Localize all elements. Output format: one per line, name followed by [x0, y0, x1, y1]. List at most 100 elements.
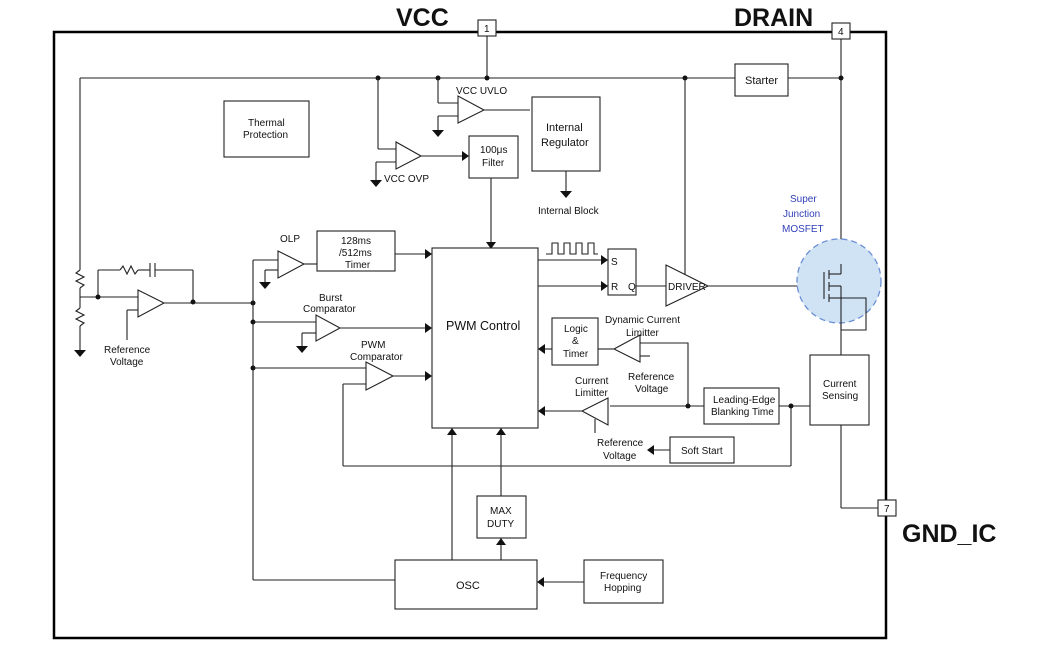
mosfet-label-line3: MOSFET [782, 224, 824, 235]
filter-block [468, 135, 519, 179]
mosfet-label-line2: Junction [783, 209, 820, 220]
timer-block [316, 230, 396, 272]
starter-block [734, 63, 789, 97]
burst-comparator [253, 314, 432, 353]
current-limitter-out-arrow [538, 406, 545, 416]
driver-buffer [665, 264, 710, 307]
timer-line1: 128ms [341, 236, 371, 247]
reference-voltage2-line1: Reference [628, 372, 675, 383]
ic-frame [52, 30, 888, 640]
burst-label-line1: Burst [319, 293, 343, 304]
current-limitter-line2: Limitter [575, 388, 608, 399]
soft-start-block [669, 436, 735, 464]
thermal-label-line1: Thermal [248, 118, 285, 129]
soft-start-label: Soft Start [681, 446, 723, 457]
pwm-comparator [253, 361, 792, 467]
junction [788, 403, 794, 409]
pwm-control-label: PWM Control [446, 319, 520, 333]
frequency-hopping-block [583, 559, 664, 604]
osc-to-maxduty-arrow [496, 538, 506, 545]
logic-line1: Logic [564, 324, 588, 335]
frequency-hopping-line2: Hopping [604, 583, 641, 594]
leb-block [703, 387, 780, 425]
logic-output-arrow [538, 344, 545, 354]
osc-to-pwm-arrow [447, 428, 457, 435]
pin-gnd-label: GND_IC [902, 520, 996, 548]
mosfet-highlight [796, 238, 882, 324]
olp-comparator [253, 250, 317, 289]
soft-start-arrow [647, 445, 654, 455]
latch-q-label: Q [628, 282, 636, 293]
max-duty-line1: MAX [490, 506, 512, 517]
dynamic-limitter-line1: Dynamic Current [605, 315, 680, 326]
leb-line2: Blanking Time [711, 407, 774, 418]
pwm-control-block [431, 247, 539, 429]
max-duty-block [476, 495, 527, 539]
pwm-set-arrow [601, 255, 608, 265]
timer-output-arrow [425, 249, 432, 259]
olp-label: OLP [280, 234, 300, 245]
pwm-comparator-line1: PWM [361, 340, 385, 351]
driver-label: DRIVER [668, 282, 706, 293]
starter-label: Starter [745, 75, 778, 87]
reference-voltage3-line2: Voltage [603, 451, 637, 462]
sr-latch-block [607, 248, 637, 296]
osc-block [394, 559, 538, 610]
freq-hop-to-osc-arrow [537, 577, 544, 587]
pin-drain-label: DRAIN [734, 4, 813, 32]
filter-line2: Filter [482, 158, 505, 169]
dynamic-limitter-comparator [612, 334, 641, 363]
filter-output-arrow [486, 242, 496, 249]
reference-voltage-line1: Reference [104, 345, 151, 356]
pwm-comparator-line2: Comparator [350, 352, 403, 363]
vcc-ovp-label: VCC OVP [384, 174, 429, 185]
latch-r-label: R [611, 282, 618, 293]
vcc-uvlo-label: VCC UVLO [456, 86, 507, 97]
max-duty-output-arrow [496, 428, 506, 435]
current-sensing-line2: Sensing [822, 391, 858, 402]
internal-regulator-line1: Internal [546, 122, 583, 134]
thermal-protection-block [223, 100, 310, 158]
pin-vcc-number: 1 [484, 24, 490, 35]
latch-s-label: S [611, 257, 618, 268]
max-duty-line2: DUTY [487, 519, 515, 530]
frequency-hopping-line1: Frequency [600, 571, 647, 582]
logic-timer-block [551, 317, 599, 366]
internal-regulator-line2: Regulator [541, 137, 589, 149]
clock-pulse-icon [546, 242, 598, 255]
mosfet-label-line1: Super [790, 194, 817, 205]
current-limitter-line1: Current [575, 376, 609, 387]
junction [484, 75, 490, 81]
pin-gnd-number: 7 [884, 504, 890, 515]
vcc-uvlo-comparator [432, 78, 530, 137]
internal-block-label: Internal Block [538, 206, 600, 217]
junction [838, 75, 844, 81]
filter-line1: 100μs [480, 145, 507, 156]
regulator-output-arrow [560, 191, 572, 198]
timer-line3: Timer [345, 260, 371, 271]
feedback-network [74, 263, 253, 357]
pin-vcc-label: VCC [396, 4, 449, 32]
vcc-ovp-comparator [370, 78, 469, 187]
thermal-label-line2: Protection [243, 130, 288, 141]
reference-voltage-line2: Voltage [110, 357, 144, 368]
junction [190, 299, 196, 305]
junction [95, 294, 101, 300]
logic-line3: Timer [563, 349, 589, 360]
pwm-reset-arrow [601, 281, 608, 291]
reference-voltage3-line1: Reference [597, 438, 644, 449]
leb-line1: Leading-Edge [713, 395, 776, 406]
current-limitter-comparator [580, 397, 609, 426]
osc-label: OSC [456, 580, 480, 592]
reference-voltage2-line2: Voltage [635, 384, 669, 395]
leb-to-dynamic-wire [638, 342, 689, 406]
logic-line2: & [572, 336, 579, 347]
current-sensing-block [809, 354, 870, 426]
pin-drain-number: 4 [838, 27, 844, 38]
internal-regulator-block [531, 96, 601, 172]
current-sensing-line1: Current [823, 379, 857, 390]
mosfet-symbol [823, 264, 867, 331]
rail-wires [79, 36, 878, 509]
dynamic-limitter-line2: Limitter [626, 328, 659, 339]
